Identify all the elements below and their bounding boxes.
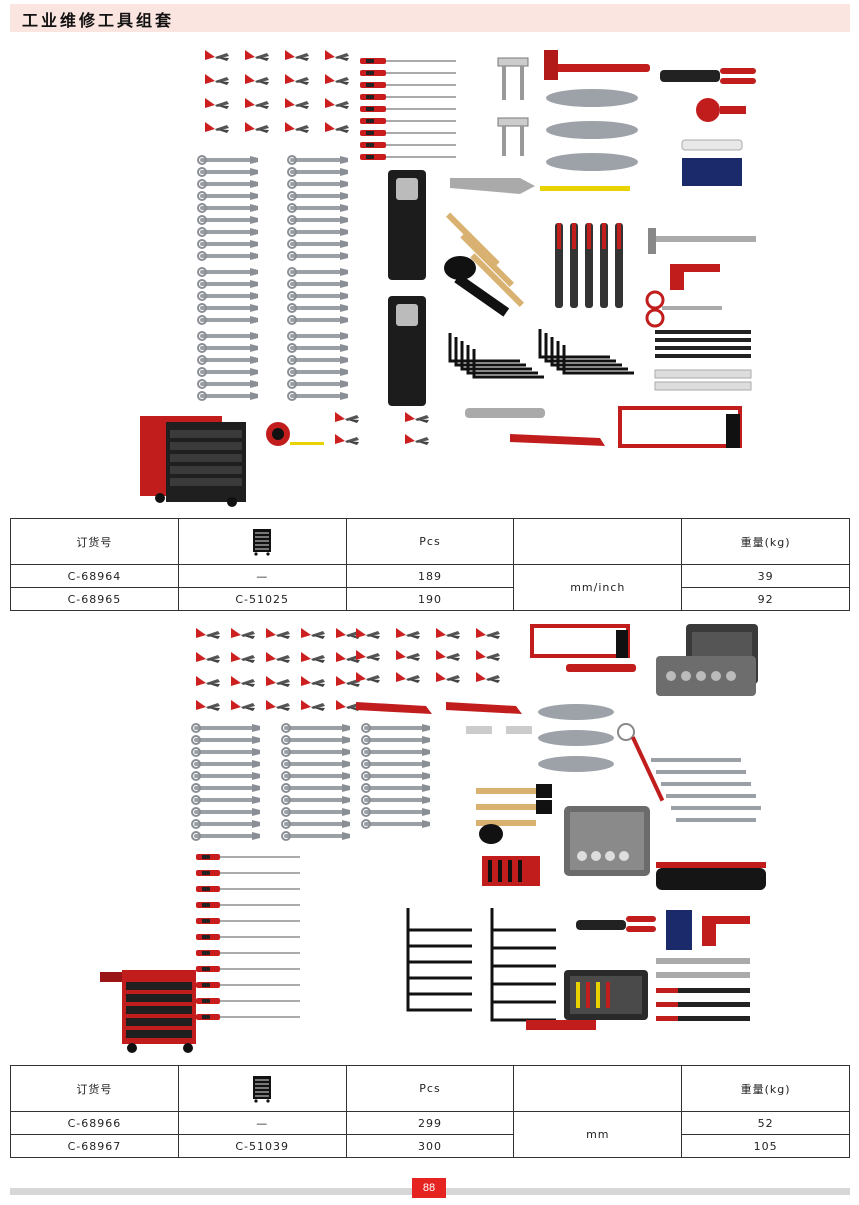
tool-cabinet-icon: [253, 528, 272, 556]
title-bar: 工业维修工具组套: [10, 4, 850, 32]
measuring-tools: [645, 228, 756, 328]
tool-cabinet-red: [140, 416, 246, 507]
locking-pliers-group: [546, 89, 638, 171]
bottom-tools: [266, 406, 742, 448]
page-title: 工业维修工具组套: [22, 11, 175, 30]
tool-set-2-illustration: [100, 624, 766, 1053]
tool-cabinet-red: [100, 970, 196, 1053]
wrenches-group: [197, 155, 349, 401]
ratchet-wrenches: [617, 723, 761, 822]
header-cabinet: [177, 518, 347, 565]
crimper-tool: [576, 910, 750, 950]
screwdrivers-group: [196, 854, 300, 1020]
header-cabinet: [177, 1065, 347, 1112]
header-weight: 重量(kg): [681, 1065, 850, 1112]
header-pcs: Pcs: [345, 1065, 515, 1112]
pcs-cell: 190: [345, 587, 515, 611]
table-row: C-68967 C-51039 300 105: [10, 1134, 850, 1158]
cabinet-cell: —: [177, 564, 347, 588]
unit-cell: mm: [513, 1111, 683, 1158]
files-and-caliper: [656, 958, 750, 1021]
weight-cell: 52: [681, 1111, 850, 1135]
order-no-cell: C-68965: [10, 587, 179, 611]
header-pcs: Pcs: [345, 518, 515, 565]
pliers-group: [196, 628, 522, 714]
pcs-cell: 299: [345, 1111, 515, 1135]
header-unit: [513, 1065, 683, 1112]
hex-keys-group: [448, 327, 636, 379]
tool-set-1-illustration: [140, 50, 756, 507]
files-group: [540, 186, 630, 308]
pullers-group: [497, 57, 529, 156]
spec-table-2: 订货号 Pcs 重量(kg) C-68966 — 299 mm 52 C-689…: [10, 1065, 850, 1158]
pliers-group: [205, 50, 349, 133]
screwdriver-case: [526, 970, 648, 1030]
order-no-cell: C-68964: [10, 564, 179, 588]
screwdrivers-group: [360, 58, 456, 160]
bits-holder: [482, 856, 540, 886]
weight-cell: 92: [681, 587, 850, 611]
cabinet-cell: —: [177, 1111, 347, 1135]
unit-cell: mm/inch: [513, 564, 683, 611]
weight-cell: 105: [681, 1134, 850, 1158]
header-order-no: 订货号: [10, 518, 179, 565]
table-row: C-68965 C-51025 190 92: [10, 587, 850, 611]
product-photo-set-2: [96, 620, 768, 1060]
punches-group: [654, 330, 752, 391]
hacksaw: [530, 624, 636, 672]
order-no-cell: C-68967: [10, 1134, 179, 1158]
pipe-wrench: [544, 50, 650, 80]
hammers-group: [444, 178, 535, 317]
impact-sockets: [656, 862, 766, 890]
socket-case-2: [564, 806, 650, 876]
pcs-cell: 189: [345, 564, 515, 588]
socket-case: [656, 624, 758, 696]
cabinet-cell: C-51025: [177, 587, 347, 611]
crimper-tool: [660, 68, 756, 186]
locking-pliers-group: [466, 704, 614, 772]
header-order-no: 订货号: [10, 1065, 179, 1112]
pcs-cell: 300: [345, 1134, 515, 1158]
hammers-group: [476, 784, 552, 844]
hex-keys-group: [406, 906, 558, 1022]
table-row: C-68964 — 189 mm/inch 39: [10, 564, 850, 611]
table-row: C-68966 — 299 mm 52: [10, 1111, 850, 1158]
tool-cabinet-icon: [253, 1075, 272, 1103]
header-weight: 重量(kg): [681, 518, 850, 565]
header-unit: [513, 518, 683, 565]
socket-rails: [388, 170, 426, 406]
spec-table-1: 订货号 Pcs 重量(kg) C-68964 — 189 mm/inch 39 …: [10, 518, 850, 611]
weight-cell: 39: [681, 564, 850, 588]
order-no-cell: C-68966: [10, 1111, 179, 1135]
wrenches-group: [191, 723, 431, 841]
cabinet-cell: C-51039: [177, 1134, 347, 1158]
product-photo-set-1: [130, 38, 770, 508]
page-number: 88: [412, 1178, 446, 1198]
